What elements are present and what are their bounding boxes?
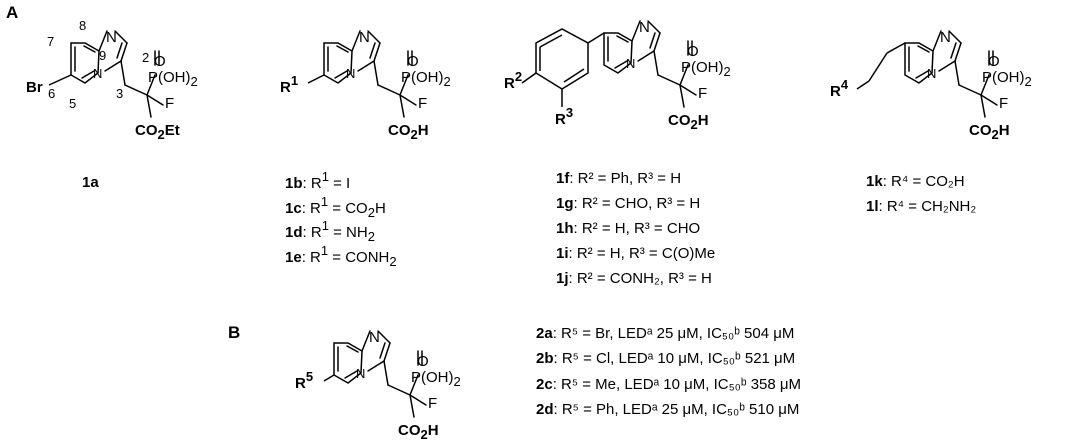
compound-1h: 1h: R² = H, R³ = CHO [556, 220, 700, 237]
compound-1f: 1f: R² = Ph, R³ = H [556, 170, 681, 187]
structure-1b-1e [307, 30, 417, 118]
atom-f-1k: F [999, 95, 1008, 112]
compound-label-1a: 1a [82, 174, 99, 191]
ring-number-9: 9 [99, 48, 106, 63]
atom-o-1a: O [154, 53, 166, 70]
ester-1a: CO2Et [135, 122, 180, 142]
compound-1e: 1e: R1 = CONH2 [285, 243, 397, 269]
atom-n-1f-top: N [639, 19, 650, 36]
atom-f-1b: F [418, 95, 427, 112]
atom-n-2-bottom: N [356, 366, 365, 381]
r4-group: R4 [830, 77, 849, 100]
structure-1k-1l [856, 30, 998, 118]
acid-2: CO2H [398, 422, 439, 442]
ring-number-2: 2 [142, 50, 149, 65]
acid-1k: CO2H [969, 122, 1010, 142]
ring-number-6: 6 [48, 86, 55, 101]
atom-o-1k: O [988, 53, 1000, 70]
compound-2c: 2c: R⁵ = Me, LEDᵃ 10 μM, IC₅₀ᵇ 358 μM [536, 376, 801, 393]
atom-f-2: F [428, 395, 437, 412]
atom-br-1a: Br [26, 79, 43, 96]
atom-f-1f: F [698, 85, 707, 102]
ring-number-8: 8 [79, 18, 86, 33]
atom-n-2-top: N [369, 329, 380, 346]
compound-1g: 1g: R² = CHO, R³ = H [556, 195, 700, 212]
atom-p-2: P(OH)2 [411, 369, 461, 389]
r2-group: R2 [504, 69, 522, 92]
atom-n-1b-top: N [359, 29, 370, 46]
atom-n-1a-bottom: N [93, 66, 102, 81]
atom-o-2: O [417, 353, 429, 370]
atom-p-1b: P(OH)2 [401, 69, 451, 89]
compound-1d: 1d: R1 = NH2 [285, 218, 375, 244]
acid-1f: CO2H [668, 112, 709, 132]
atom-n-1k-top: N [940, 29, 951, 46]
atom-n-1a-top: N [106, 29, 117, 46]
structure-1f-1j [521, 20, 697, 108]
panel-label-a: A [6, 3, 18, 22]
atom-o-1b: O [407, 53, 419, 70]
compound-1l: 1l: R⁴ = CH₂NH₂ [866, 198, 976, 215]
structure-2a-2d [323, 330, 427, 418]
compound-1k: 1k: R⁴ = CO₂H [866, 173, 965, 190]
compound-1j: 1j: R² = CONH₂, R³ = H [556, 270, 712, 287]
ring-number-7: 7 [47, 34, 54, 49]
compound-2b: 2b: R⁵ = Cl, LEDᵃ 10 μM, IC₅₀ᵇ 521 μM [536, 350, 795, 367]
atom-p-1f: P(OH)2 [681, 59, 731, 79]
panel-label-b: B [228, 323, 240, 342]
r1-group: R1 [280, 73, 298, 96]
r3-group: R3 [555, 105, 573, 128]
acid-1b: CO2H [388, 122, 429, 142]
compound-1i: 1i: R² = H, R³ = C(O)Me [556, 245, 715, 262]
compound-1c: 1c: R1 = CO2H [285, 194, 386, 220]
atom-n-1f-bottom: N [626, 56, 635, 71]
atom-p-1k: P(OH)2 [982, 69, 1032, 89]
ring-number-5: 5 [69, 96, 76, 111]
r5-group: R5 [295, 369, 313, 392]
atom-n-1k-bottom: N [927, 66, 936, 81]
compound-1b: 1b: R1 = I [285, 169, 350, 192]
atom-o-1f: O [687, 43, 699, 60]
structure-1a [48, 30, 164, 118]
compound-2a: 2a: R⁵ = Br, LEDᵃ 25 μM, IC₅₀ᵇ 504 μM [536, 325, 794, 342]
atom-n-1b-bottom: N [346, 66, 355, 81]
compound-2d: 2d: R⁵ = Ph, LEDᵃ 25 μM, IC₅₀ᵇ 510 μM [536, 401, 799, 418]
atom-f-1a: F [165, 95, 174, 112]
atom-p-1a: P(OH)2 [148, 69, 198, 89]
ring-number-3: 3 [116, 86, 123, 101]
